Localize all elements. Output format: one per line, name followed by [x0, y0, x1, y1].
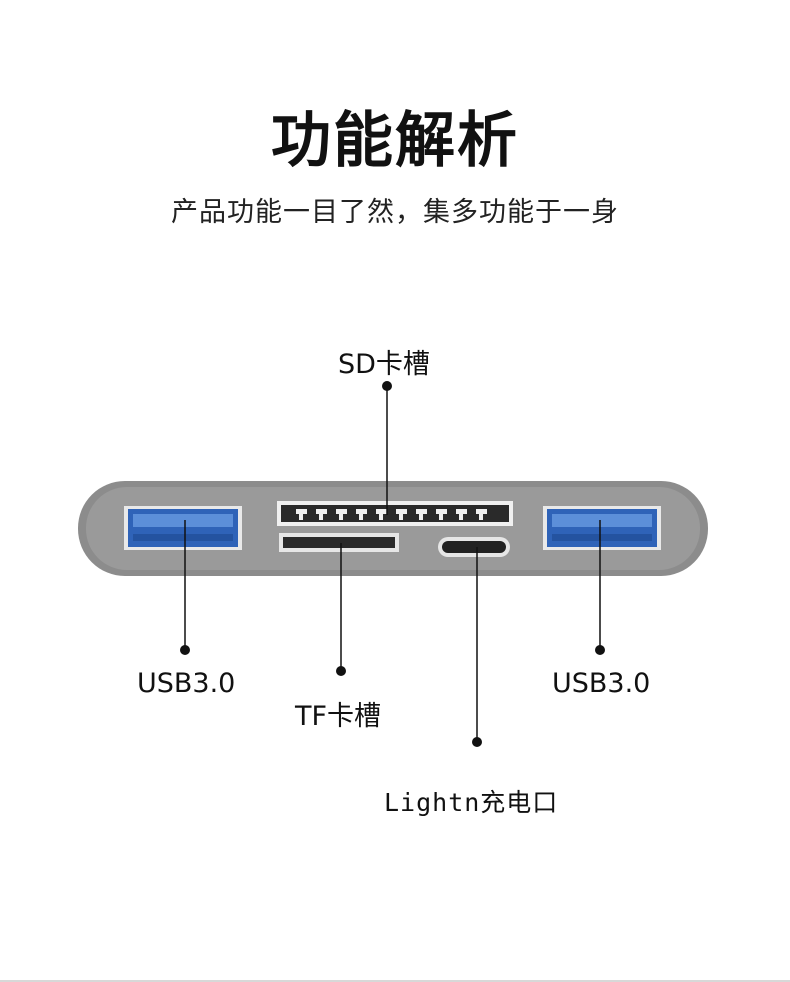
- label-usb-right: USB3.0: [552, 668, 651, 699]
- label-tf-slot: TF卡槽: [295, 701, 382, 732]
- label-sd-slot: SD卡槽: [338, 349, 430, 380]
- lightning-port: [438, 537, 510, 557]
- usb-port-right: [543, 506, 661, 550]
- callout-usb-right: [595, 520, 605, 655]
- page-subtitle: 产品功能一目了然，集多功能于一身: [171, 197, 619, 228]
- label-lightning-port: Lightn充电口: [384, 788, 559, 817]
- sd-card-slot: [277, 501, 513, 526]
- label-usb-left: USB3.0: [137, 668, 236, 699]
- callout-usb-left: [180, 520, 190, 655]
- usb-port-left: [124, 506, 242, 550]
- page-title: 功能解析: [271, 106, 519, 176]
- callout-sd: [382, 381, 392, 515]
- bottom-divider: [0, 980, 790, 982]
- callout-tf: [336, 543, 346, 676]
- tf-card-slot: [279, 533, 399, 552]
- callout-lightning: [472, 547, 482, 747]
